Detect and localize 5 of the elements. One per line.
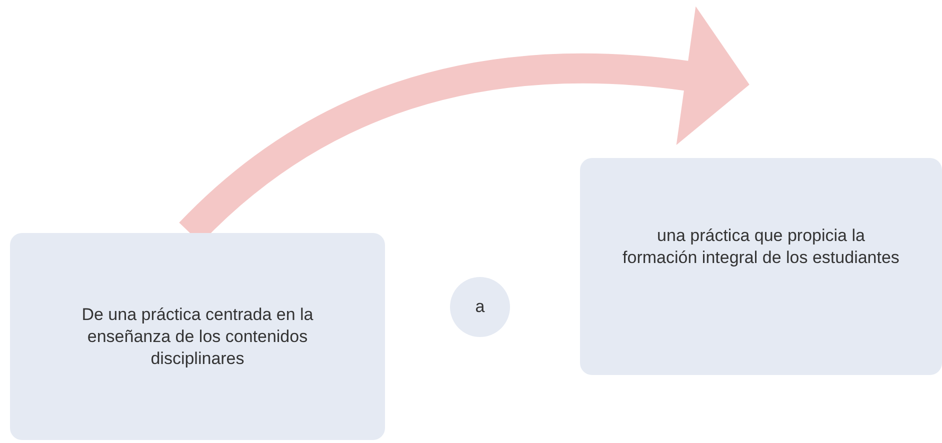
process-box <box>580 158 942 375</box>
node-text: una práctica que propicia la formación integral de los estudiantes <box>622 224 900 268</box>
node-text: a <box>475 296 485 318</box>
node-text: De una práctica centrada en la enseñanza de los contenidos disciplinares <box>80 304 314 370</box>
process-box <box>10 233 385 440</box>
